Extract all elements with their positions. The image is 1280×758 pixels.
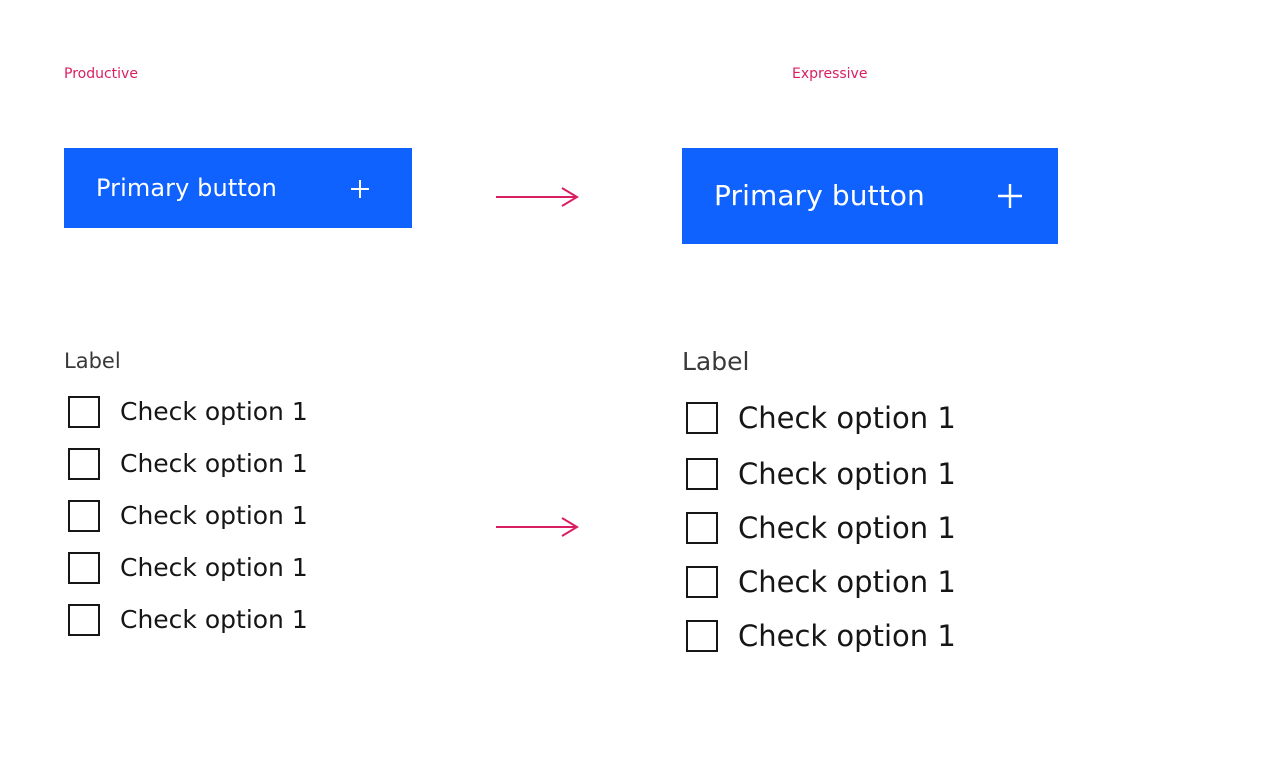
checkbox[interactable] (686, 402, 718, 434)
checkbox[interactable] (686, 620, 718, 652)
checkbox-option[interactable]: Check option 1 (68, 395, 308, 429)
checkbox-option[interactable]: Check option 1 (686, 399, 956, 437)
checkbox[interactable] (68, 448, 100, 480)
checkbox-label: Check option 1 (738, 619, 956, 653)
productive-checkbox-group-label: Label (64, 349, 121, 373)
checkbox-option[interactable]: Check option 1 (68, 603, 308, 637)
checkbox-option[interactable]: Check option 1 (686, 455, 956, 493)
checkbox-option[interactable]: Check option 1 (686, 617, 956, 655)
checkbox-option[interactable]: Check option 1 (686, 563, 956, 601)
checkbox-option[interactable]: Check option 1 (686, 509, 956, 547)
checkbox[interactable] (68, 604, 100, 636)
checkbox-label: Check option 1 (738, 457, 956, 491)
expressive-checkbox-group-label: Label (682, 347, 750, 376)
checkbox-option[interactable]: Check option 1 (68, 551, 308, 585)
checkbox-option[interactable]: Check option 1 (68, 447, 308, 481)
arrow-right-icon (496, 517, 579, 537)
checkbox[interactable] (68, 552, 100, 584)
button-label: Primary button (96, 174, 277, 202)
checkbox[interactable] (68, 500, 100, 532)
checkbox-label: Check option 1 (120, 605, 308, 634)
checkbox[interactable] (68, 396, 100, 428)
checkbox[interactable] (686, 566, 718, 598)
checkbox[interactable] (686, 512, 718, 544)
checkbox-label: Check option 1 (120, 501, 308, 530)
checkbox-label: Check option 1 (120, 449, 308, 478)
checkbox-label: Check option 1 (738, 511, 956, 545)
checkbox-option[interactable]: Check option 1 (68, 499, 308, 533)
checkbox-label: Check option 1 (120, 397, 308, 426)
expressive-primary-button[interactable]: Primary button (682, 148, 1058, 244)
checkbox[interactable] (686, 458, 718, 490)
checkbox-label: Check option 1 (738, 565, 956, 599)
checkbox-label: Check option 1 (120, 553, 308, 582)
productive-primary-button[interactable]: Primary button (64, 148, 412, 228)
checkbox-label: Check option 1 (738, 401, 956, 435)
productive-annotation: Productive (64, 66, 138, 82)
add-icon (998, 184, 1022, 208)
arrow-right-icon (496, 187, 579, 207)
button-label: Primary button (714, 179, 925, 212)
add-icon (351, 180, 369, 198)
expressive-annotation: Expressive (792, 66, 868, 82)
